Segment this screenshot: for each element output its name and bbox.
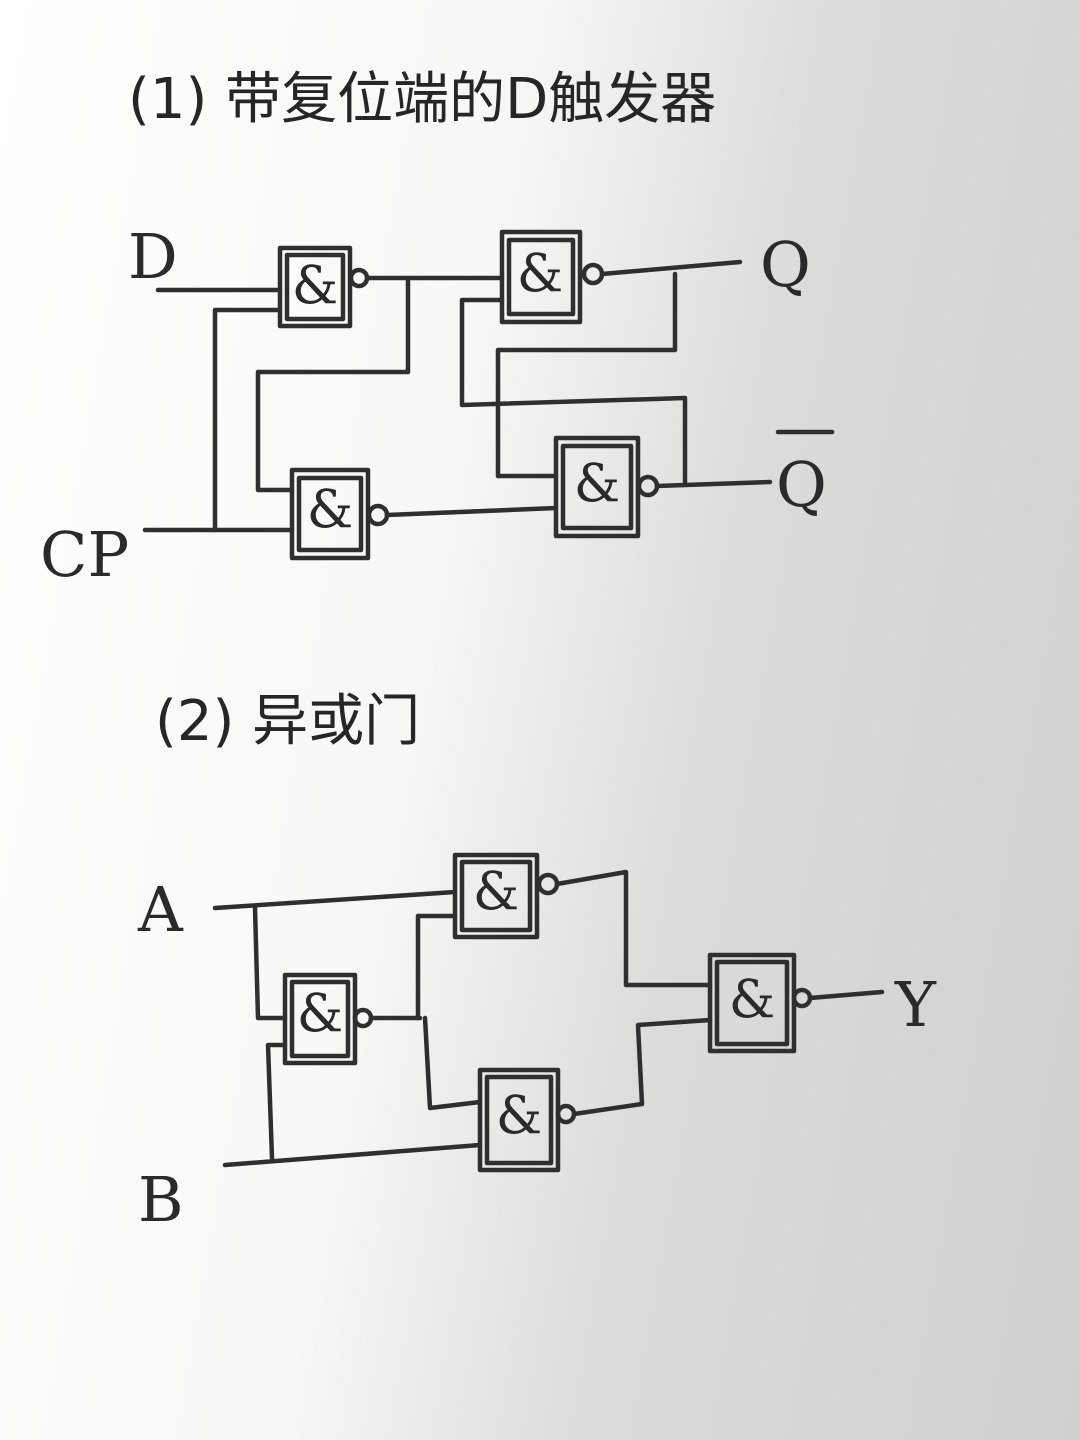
d-input-label: D xyxy=(128,220,178,293)
nand-gate-output: & xyxy=(707,952,813,1054)
a-input-label: A xyxy=(137,873,184,946)
section2-wires xyxy=(212,869,885,1168)
inversion-bubble-icon xyxy=(536,872,560,896)
gate-symbol: & xyxy=(517,245,563,305)
cp-input-label: CP xyxy=(40,518,129,591)
nand-gate-top: & xyxy=(452,852,560,940)
nand-gate-input: & xyxy=(282,972,374,1066)
gate-symbol: & xyxy=(473,863,519,923)
inversion-bubble-icon xyxy=(348,267,370,289)
gate-symbol: & xyxy=(297,985,343,1045)
inversion-bubble-icon xyxy=(555,1103,577,1125)
inversion-bubble-icon xyxy=(366,503,390,527)
nand-gate-2: & xyxy=(499,229,605,325)
inversion-bubble-icon xyxy=(791,987,813,1009)
section2-title: (2) 异或门 xyxy=(155,689,420,754)
gate-symbol: & xyxy=(496,1087,542,1147)
gate-symbol: & xyxy=(307,481,353,541)
b-input-label: B xyxy=(138,1163,184,1236)
nand-gate-4: & xyxy=(553,435,660,539)
nand-gate-3: & xyxy=(289,467,390,561)
section1-title: (1) 带复位端的D触发器 xyxy=(128,67,716,132)
nand-gate-1: & xyxy=(277,245,370,329)
section1-wires xyxy=(142,259,773,533)
inversion-bubble-icon xyxy=(636,474,660,498)
gate-symbol: & xyxy=(574,455,620,515)
q-bar-text: Q xyxy=(776,448,827,521)
q-bar-output-label: Q xyxy=(775,429,835,521)
inversion-bubble-icon xyxy=(581,262,605,286)
gate-symbol: & xyxy=(729,971,775,1031)
q-output-label: Q xyxy=(760,228,811,301)
inversion-bubble-icon xyxy=(352,1007,374,1029)
gate-symbol: & xyxy=(292,257,338,317)
nand-gate-bottom: & xyxy=(477,1067,577,1173)
y-output-label: Y xyxy=(894,968,937,1041)
